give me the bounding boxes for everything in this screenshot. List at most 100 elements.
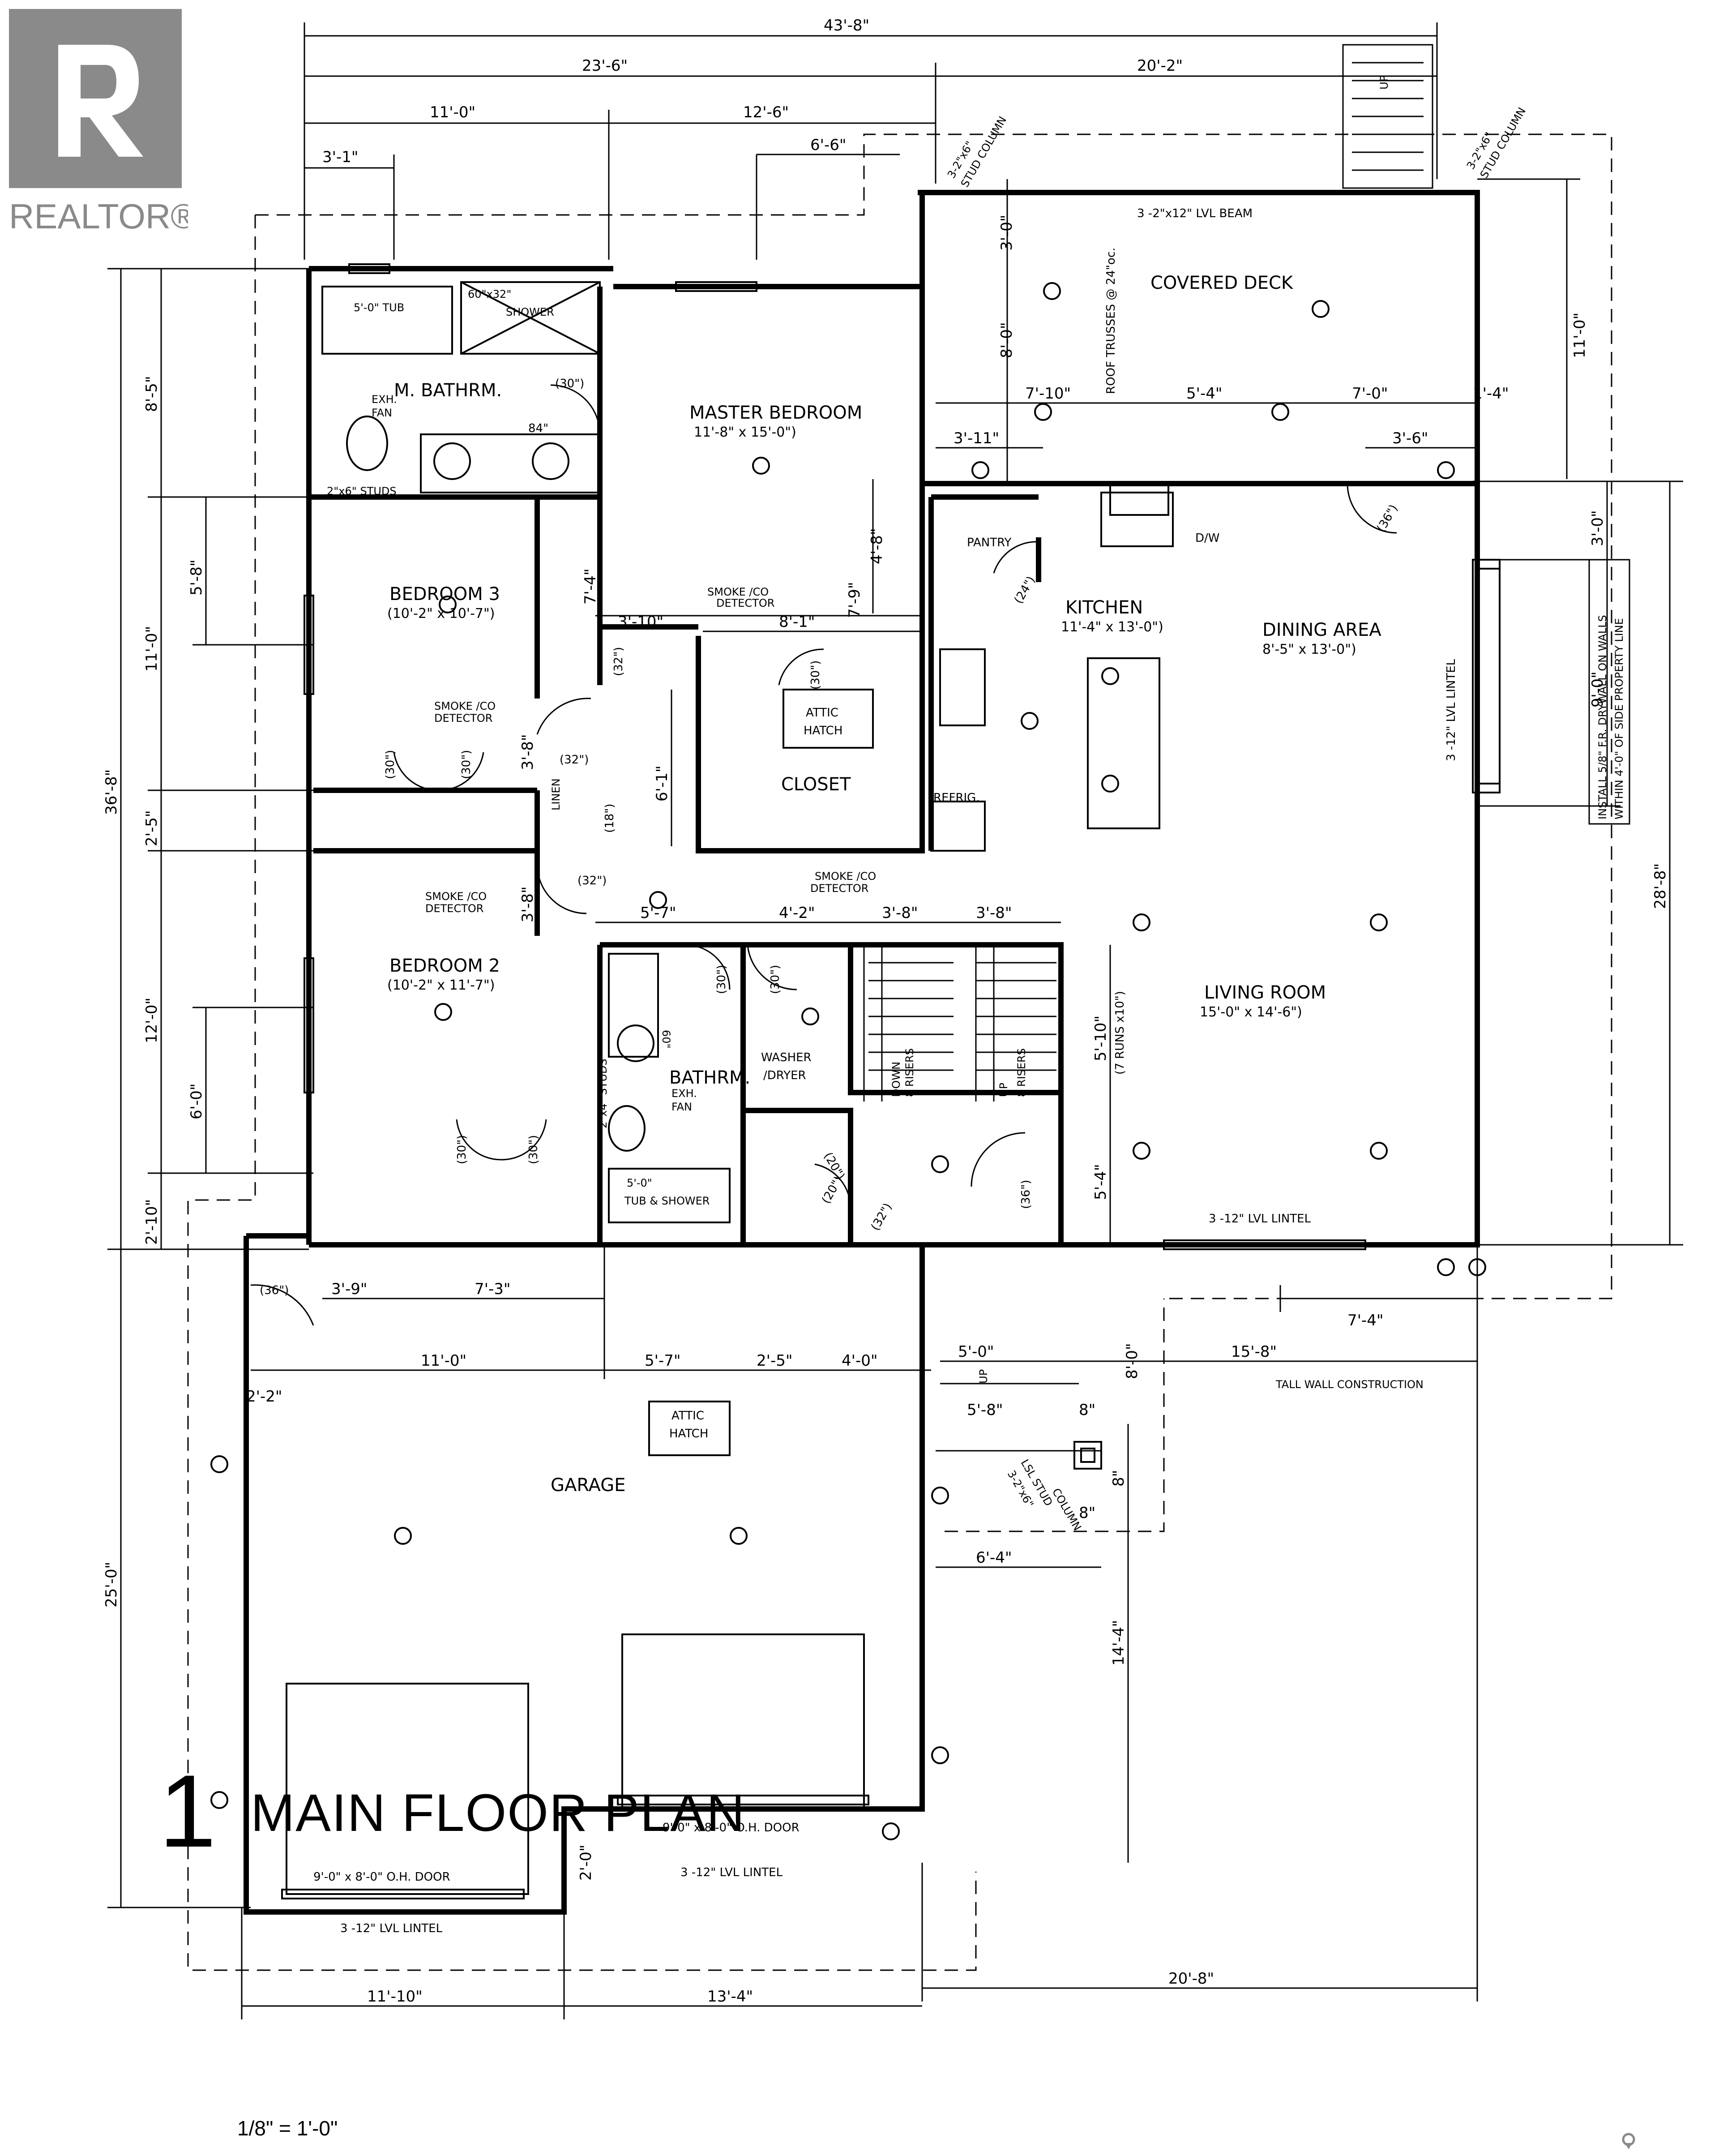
door-pantry: (24")	[1012, 574, 1038, 606]
fixture-bath-exh: EXH.	[671, 1087, 697, 1100]
dim-hall-3-8-b: 3'-8"	[519, 886, 537, 922]
dimension-lines	[107, 22, 1683, 2019]
door-entry: (36")	[1019, 1180, 1033, 1209]
dim-deck-8-0: 8'-0"	[998, 322, 1016, 358]
ceiling-lights	[210, 282, 1486, 1840]
door-bedroom-2: (32")	[577, 874, 607, 887]
room-bedroom-3-size: (10'-2" x 10'-7")	[387, 606, 495, 622]
property-outline	[187, 133, 1612, 1971]
dim-hall-3-8-a: 3'-8"	[519, 734, 537, 770]
dim-garage-15-8: 15'-8"	[1231, 1343, 1277, 1361]
fixtures	[286, 281, 1174, 1895]
room-bedroom-3: BEDROOM 3	[389, 584, 500, 604]
fixture-studs-2x4: 2"x4" STUDS	[597, 1059, 609, 1128]
room-kitchen: KITCHEN	[1065, 597, 1143, 618]
fixture-shower: SHOWER	[506, 306, 554, 318]
dim-left-12-0: 12'-0"	[143, 998, 161, 1043]
realtor-logo-text: REALTOR®	[9, 197, 188, 236]
room-master-bedroom-size: 11'-8" x 15'-0")	[694, 424, 796, 440]
door-hall-closet-2: (20")	[819, 1174, 846, 1206]
door-bedroom-2-closet-1: (30")	[455, 1135, 469, 1164]
dim-deck-5-4: 5'-4"	[1186, 385, 1223, 403]
door-mbath: (30")	[555, 377, 584, 390]
note-lintel-living: 3 -12" LVL LINTEL	[1209, 1212, 1311, 1226]
fixture-bath-fan: FAN	[671, 1101, 692, 1113]
fixture-tub-shower: TUB & SHOWER	[624, 1195, 710, 1207]
dim-bottom-11-10: 11'-10"	[367, 1988, 423, 2006]
note-lintel-dining: 3 -12" LVL LINTEL	[1445, 659, 1458, 761]
room-dining-area-size: 8'-5" x 13'-0")	[1262, 642, 1356, 657]
dim-left-6-0: 6'-0"	[188, 1083, 205, 1119]
dim-closet-6-1: 6'-1"	[653, 765, 671, 802]
fixture-mbath-fan: FAN	[372, 407, 392, 419]
door-master-closet: (32")	[612, 647, 625, 676]
fixture-studs-2x6: 2"x6" STUDS	[327, 485, 397, 497]
drawing-number: 1	[159, 1753, 216, 1869]
door-closet: (30")	[809, 660, 822, 690]
dim-garage-8in-c: 8"	[1079, 1504, 1095, 1522]
windows	[281, 263, 1501, 1899]
dim-garage-6-4: 6'-4"	[976, 1549, 1012, 1567]
note-deck-stairs-up: UP	[1378, 75, 1390, 90]
dim-deck-3-0: 3'-0"	[998, 214, 1016, 251]
dim-garage-5-7: 5'-7"	[645, 1352, 681, 1370]
door-laundry: (30")	[769, 965, 782, 994]
dim-right-9-0: 9'-0"	[1589, 671, 1607, 707]
dim-garage-7-4: 7'-4"	[1347, 1312, 1384, 1329]
dim-garage-11-0: 11'-0"	[421, 1352, 466, 1370]
dim-hall-5-7: 5'-7"	[640, 904, 676, 922]
stairs	[863, 44, 1433, 1102]
fixture-attic-garage: ATTIC	[671, 1409, 704, 1423]
dim-garage-2-5: 2'-5"	[757, 1352, 793, 1370]
dim-left-8-5: 8'-5"	[143, 376, 161, 412]
fixture-smoke-2: SMOKE /CO	[434, 700, 496, 712]
dim-garage-5-8: 5'-8"	[967, 1401, 1003, 1419]
dim-deck-1-4: 1'-4"	[1473, 385, 1509, 403]
fixture-detector-4: DETECTOR	[810, 882, 868, 895]
dim-closet-8-1: 8'-1"	[779, 613, 815, 631]
note-tall-wall: TALL WALL CONSTRUCTION	[1275, 1378, 1424, 1391]
fixture-refrigerator: REFRIG.	[933, 791, 980, 805]
dim-deck-3-11: 3'-11"	[954, 429, 999, 447]
walls	[244, 190, 1480, 1915]
fixture-shower-size: 60"x32"	[468, 288, 511, 300]
fixture-smoke-1: SMOKE /CO	[707, 586, 769, 598]
fixture-mbath-exh: EXH.	[372, 393, 397, 406]
door-garage-side: (36")	[260, 1284, 289, 1297]
dim-hall-3-10: 3'-10"	[618, 613, 663, 631]
dim-right-3-0: 3'-0"	[1589, 510, 1607, 546]
room-bedroom-2-size: (10'-2" x 11'-7")	[387, 977, 495, 993]
door-swings	[250, 384, 1397, 1326]
note-stair-runs: (7 RUNS x10")	[1113, 991, 1127, 1075]
dim-top-12-6: 12'-6"	[743, 103, 789, 121]
room-dining-area: DINING AREA	[1262, 620, 1381, 640]
dim-deck-7-0: 7'-0"	[1352, 385, 1388, 403]
dim-hall-4-2: 4'-2"	[779, 904, 815, 922]
dim-stair-3-8-b: 3'-8"	[976, 904, 1012, 922]
door-linen: (18")	[603, 804, 616, 833]
dim-bottom-20-8: 20'-8"	[1168, 1970, 1214, 1988]
fixture-dishwasher: D/W	[1195, 531, 1220, 545]
note-oh-door-1: 9'-0" x 8'-0" O.H. DOOR	[313, 1870, 450, 1884]
dim-garage-7-3: 7'-3"	[475, 1280, 511, 1298]
room-washer: WASHER	[761, 1051, 812, 1064]
dim-stair-3-8-a: 3'-8"	[882, 904, 918, 922]
note-roof-trusses: ROOF TRUSSES @ 24"oc.	[1104, 248, 1118, 394]
dim-top-6-6: 6'-6"	[810, 136, 847, 154]
note-oh-door-2: 9'-0" x 8'-0" O.H. DOOR	[663, 1821, 800, 1835]
note-lvl-beam: 3 -2"x12" LVL BEAM	[1137, 207, 1253, 220]
door-bedroom-3-closet-1: (30")	[384, 750, 397, 779]
note-lintel-garage-2: 3 -12" LVL LINTEL	[680, 1866, 783, 1879]
dim-bottom-13-4: 13'-4"	[707, 1988, 753, 2006]
room-bathroom: BATHRM.	[669, 1067, 750, 1088]
dim-garage-8in-a: 8"	[1079, 1401, 1095, 1419]
room-kitchen-size: 11'-4" x 13'-0")	[1061, 619, 1163, 635]
drawing-scale: 1/8" = 1'-0"	[237, 2117, 338, 2140]
dim-master-4-8: 4'-8"	[868, 528, 886, 564]
fixture-smoke-3: SMOKE /CO	[425, 890, 487, 903]
fixture-tub: 5'-0" TUB	[354, 301, 404, 314]
fixture-vanity-size: 84"	[528, 422, 548, 435]
dim-garage-2-0: 2'-0"	[577, 1844, 595, 1881]
room-master-bath: M. BATHRM.	[394, 380, 502, 401]
